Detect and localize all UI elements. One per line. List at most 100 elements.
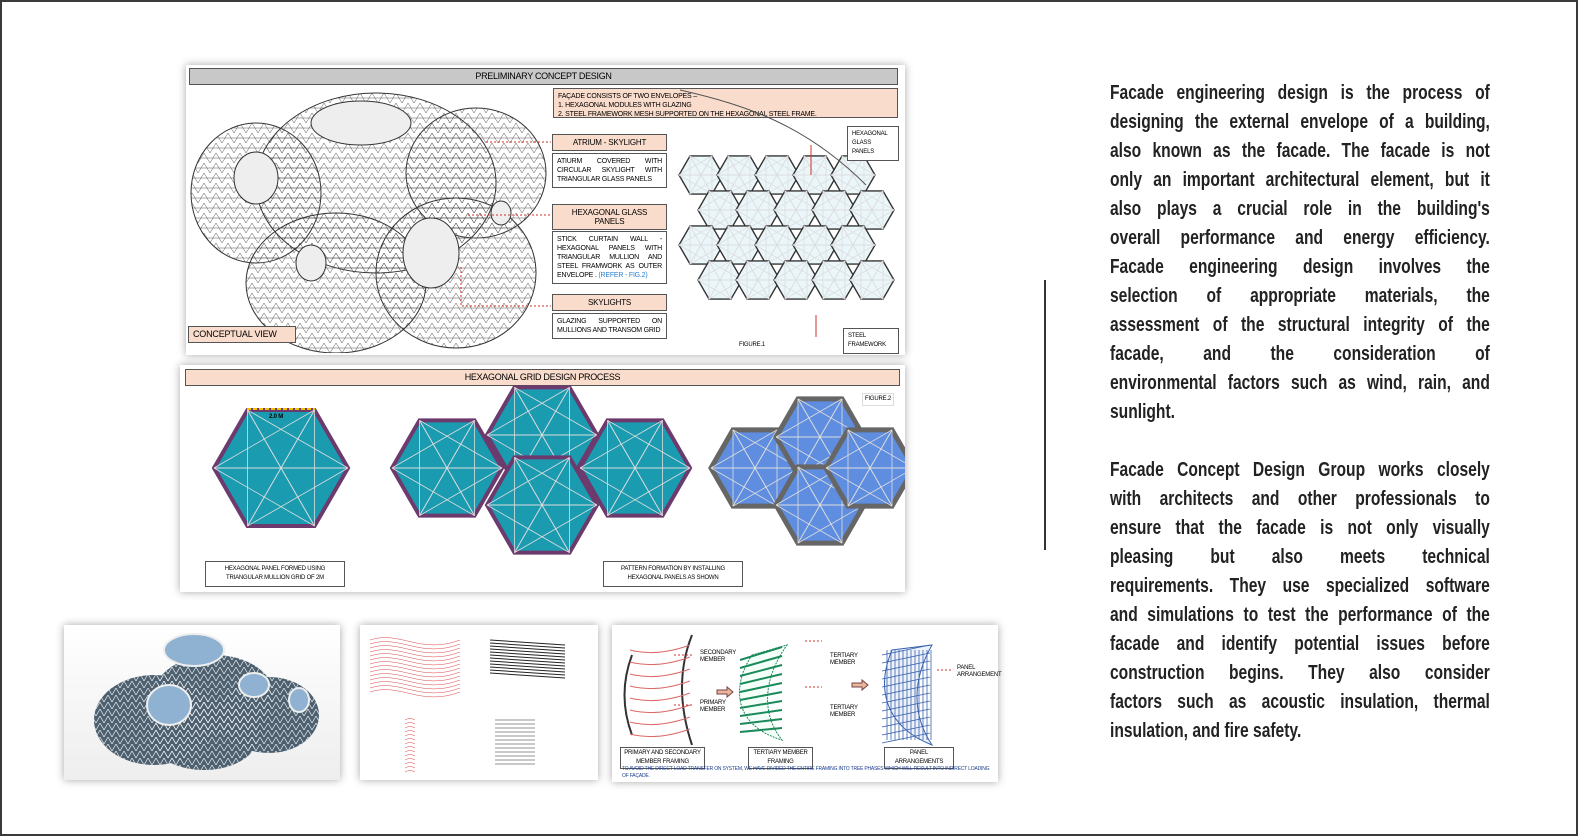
description-line: with architects and other professionals …	[1110, 488, 1490, 510]
wave-line	[369, 681, 461, 690]
bar-line	[489, 660, 566, 667]
bar-line	[489, 651, 566, 658]
framing-phases-panel: SECONDARY MEMBER PRIMARY MEMBER TERTIARY…	[612, 625, 1002, 782]
caption-hexagonal-panel: HEXAGONAL PANEL FORMED USING TRIANGULAR …	[205, 561, 345, 587]
tertiary-member-line	[739, 691, 783, 701]
tertiary-member-line	[739, 655, 783, 669]
wave-line	[404, 730, 416, 733]
wave-line	[404, 770, 416, 773]
wave-line	[404, 746, 416, 749]
figure-1-label: FIGURE.1	[739, 342, 766, 348]
panel-line	[881, 684, 931, 696]
wave-line	[369, 661, 461, 670]
wave-line	[404, 734, 416, 737]
wave-line	[369, 649, 461, 658]
tertiary-member-line	[739, 682, 783, 693]
label-tertiary-member-top: TERTIARY MEMBER	[830, 653, 858, 666]
bar-line	[489, 642, 566, 649]
wave-line	[404, 742, 416, 745]
wave-sketches	[369, 637, 566, 773]
wave-line	[404, 718, 416, 721]
panel-line	[881, 676, 931, 688]
concept-title: PRELIMINARY CONCEPT DESIGN	[189, 68, 898, 85]
wave-line	[404, 738, 416, 741]
description-line: construction begins. They also consider	[1110, 662, 1490, 684]
dimension-label: 2.0 M	[269, 414, 284, 420]
secondary-member-line	[629, 716, 691, 726]
description-line: Facade Concept Design Group works closel…	[1110, 459, 1490, 481]
description-line: pleasing but also meets technical	[1110, 546, 1490, 568]
wave-line	[404, 766, 416, 769]
label-secondary-member: SECONDARY MEMBER	[700, 650, 736, 663]
description-paragraph-2: Facade Concept Design Group works closel…	[1110, 456, 1490, 746]
secondary-member-line	[629, 692, 691, 702]
panel-line	[881, 660, 931, 672]
bar-line	[489, 672, 566, 679]
bar-line	[489, 654, 566, 661]
description-line: also known as the facade. The facade is …	[1110, 140, 1490, 162]
description-line: sunlight.	[1110, 401, 1175, 423]
label-steel-framework: STEEL FRAMEWORK	[843, 328, 899, 354]
secondary-member-line	[629, 656, 691, 666]
figure-2-label: FIGURE.2	[862, 393, 895, 406]
caption-panel-arrangements: PANEL ARRANGEMENTS	[884, 747, 954, 769]
tertiary-member-line	[739, 664, 783, 677]
bar-line	[489, 648, 566, 655]
callout-hex-body: STICK CURTAIN WALL - HEXAGONAL PANELS WI…	[552, 231, 667, 284]
bar-line	[489, 669, 566, 676]
secondary-member-line	[629, 644, 691, 654]
label-primary-member: PRIMARY MEMBER	[700, 700, 726, 713]
description-line: environmental factors such as wind, rain…	[1110, 372, 1490, 394]
panel-line	[881, 732, 931, 744]
secondary-member-line	[629, 728, 691, 738]
divider-line	[1044, 280, 1046, 550]
panel-line	[881, 700, 931, 712]
description-line: also plays a crucial role in the buildin…	[1110, 198, 1490, 220]
callout-skylights-body: GLAZING SUPPORTED ON MULLIONS AND TRANSO…	[552, 313, 667, 339]
label-hexagonal-glass-panels: HEXAGONAL GLASS PANELS	[847, 126, 899, 161]
bar-line	[489, 663, 566, 670]
wave-study-sketches	[360, 625, 598, 780]
panel-line	[881, 652, 931, 664]
tertiary-member-line	[739, 646, 783, 661]
callout-atrium-title: ATRIUM - SKYLIGHT	[552, 134, 667, 151]
secondary-member-line	[629, 680, 691, 690]
wave-line	[369, 645, 461, 654]
panel-line	[881, 668, 931, 680]
wave-line	[369, 677, 461, 686]
wave-line	[369, 653, 461, 662]
label-panel-arrangement: PANEL ARRANGEMENT	[957, 665, 1002, 678]
bar-line	[489, 657, 566, 664]
description-line: only an important architectural element,…	[1110, 169, 1490, 191]
tertiary-member-line	[739, 718, 783, 725]
panel-line	[881, 708, 931, 720]
wave-line	[369, 665, 461, 674]
description-line: insulation, and fire safety.	[1110, 720, 1302, 742]
wave-line	[404, 722, 416, 725]
wave-line	[404, 726, 416, 729]
wave-line	[404, 754, 416, 757]
tertiary-member-line	[739, 700, 783, 709]
description-line: and simulations to test the performance …	[1110, 604, 1490, 626]
caption-tertiary: TERTIARY MEMBER FRAMING	[748, 747, 813, 769]
description-line: requirements. They use specialized softw…	[1110, 575, 1490, 597]
conceptual-dome-sketch	[190, 92, 547, 353]
wave-line	[369, 657, 461, 666]
description-line: selection of appropriate materials, the	[1110, 285, 1490, 307]
secondary-member-line	[629, 668, 691, 678]
bar-line	[489, 639, 566, 646]
panel-line	[881, 692, 931, 704]
description-paragraph-1: Facade engineering design is the process…	[1110, 79, 1490, 427]
description-line: Facade engineering design involves the	[1110, 256, 1490, 278]
facade-intro: FAÇADE CONSISTS OF TWO ENVELOPES –1. HEX…	[553, 88, 898, 118]
callout-hex-title: HEXAGONAL GLASS PANELS	[552, 204, 667, 230]
secondary-member-line	[629, 704, 691, 714]
caption-primary-secondary: PRIMARY AND SECONDARY MEMBER FRAMING	[620, 747, 705, 769]
wave-line	[369, 637, 461, 646]
hexagon-diagrams	[211, 385, 905, 555]
description-line: ensure that the facade is not only visua…	[1110, 517, 1490, 539]
render-illustration	[94, 633, 319, 770]
caption-pattern-formation: PATTERN FORMATION BY INSTALLING HEXAGONA…	[603, 561, 743, 587]
callout-atrium-body: ATIURM COVERED WITH CIRCULAR SKYLIGHT WI…	[552, 153, 667, 188]
